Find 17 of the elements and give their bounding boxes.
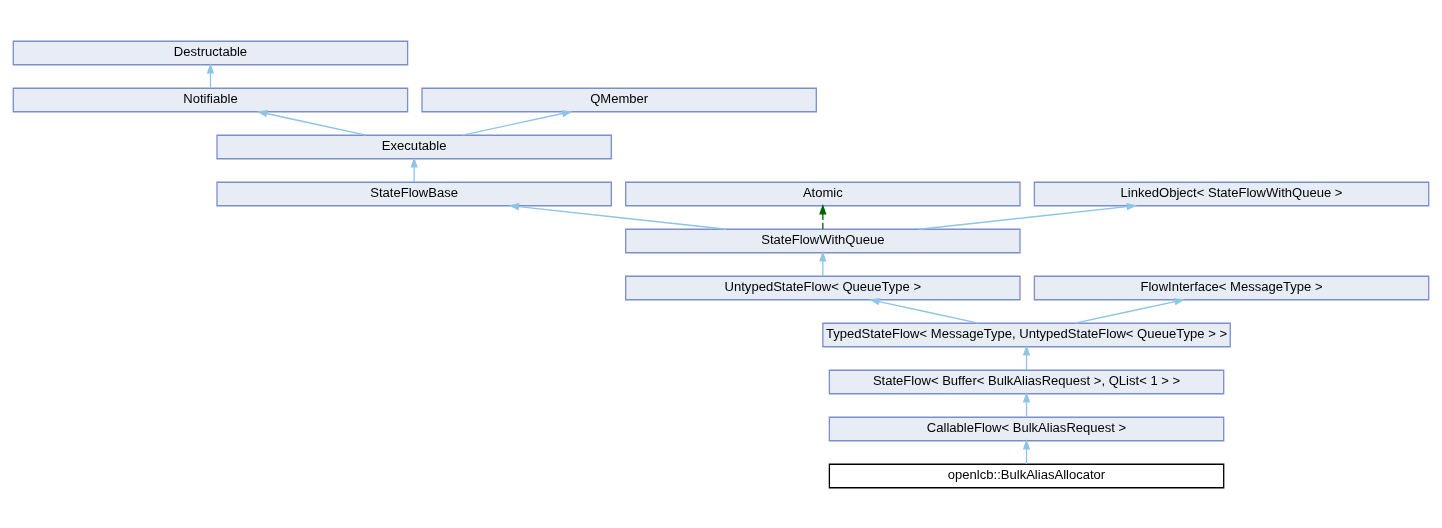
- node-box: QMember: [421, 87, 817, 112]
- node-box: Notifiable: [12, 87, 409, 112]
- node-box: LinkedObject< StateFlowWithQueue >: [1033, 181, 1430, 206]
- node-box: StateFlowWithQueue: [625, 228, 1021, 253]
- node-box: UntypedStateFlow< QueueType >: [625, 275, 1021, 300]
- node-box: CallableFlow< BulkAliasRequest >: [828, 416, 1225, 441]
- arrow: [918, 202, 1138, 230]
- arrow: [508, 202, 728, 230]
- node-box: Executable: [216, 134, 612, 159]
- node-box: FlowInterface< MessageType >: [1033, 275, 1430, 300]
- arrow: [819, 203, 827, 230]
- node-box: StateFlow< Buffer< BulkAliasRequest >, QList< 1 > >: [828, 369, 1225, 394]
- node-box: TypedStateFlow< MessageType, UntypedStateFlow< QueueType > >: [822, 322, 1231, 347]
- node-box: Destructable: [12, 40, 409, 65]
- node-box: StateFlowBase: [216, 181, 612, 206]
- node-box: Atomic: [625, 181, 1021, 206]
- node-box: openlcb::BulkAliasAllocator: [828, 463, 1225, 488]
